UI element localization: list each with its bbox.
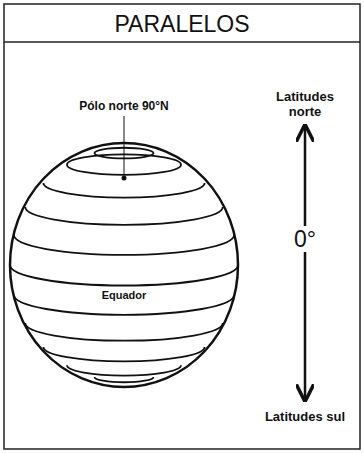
parallel-line <box>43 183 204 198</box>
south-label: Latitudes sul <box>260 410 350 425</box>
latitude-arrow <box>304 126 307 400</box>
parallel-line <box>67 365 181 375</box>
frame <box>4 4 360 449</box>
north-label: Latitudes norte <box>260 90 350 120</box>
globe-outline <box>10 143 238 387</box>
pole-label: Pólo norte 90°N <box>49 100 199 114</box>
parallel-line <box>25 207 222 225</box>
parallels <box>10 148 238 383</box>
equator-label: Equador <box>79 289 169 302</box>
title-rule <box>4 41 360 43</box>
pole-dot <box>122 176 127 181</box>
zero-label: 0° <box>275 226 335 252</box>
parallel-line <box>94 377 153 382</box>
parallel-line <box>10 265 238 286</box>
parallel-line <box>14 235 234 255</box>
diagram-title: PARALELOS <box>12 11 352 37</box>
leader-line <box>124 116 125 174</box>
parallel-line <box>25 323 222 341</box>
parallel-line <box>43 347 204 362</box>
